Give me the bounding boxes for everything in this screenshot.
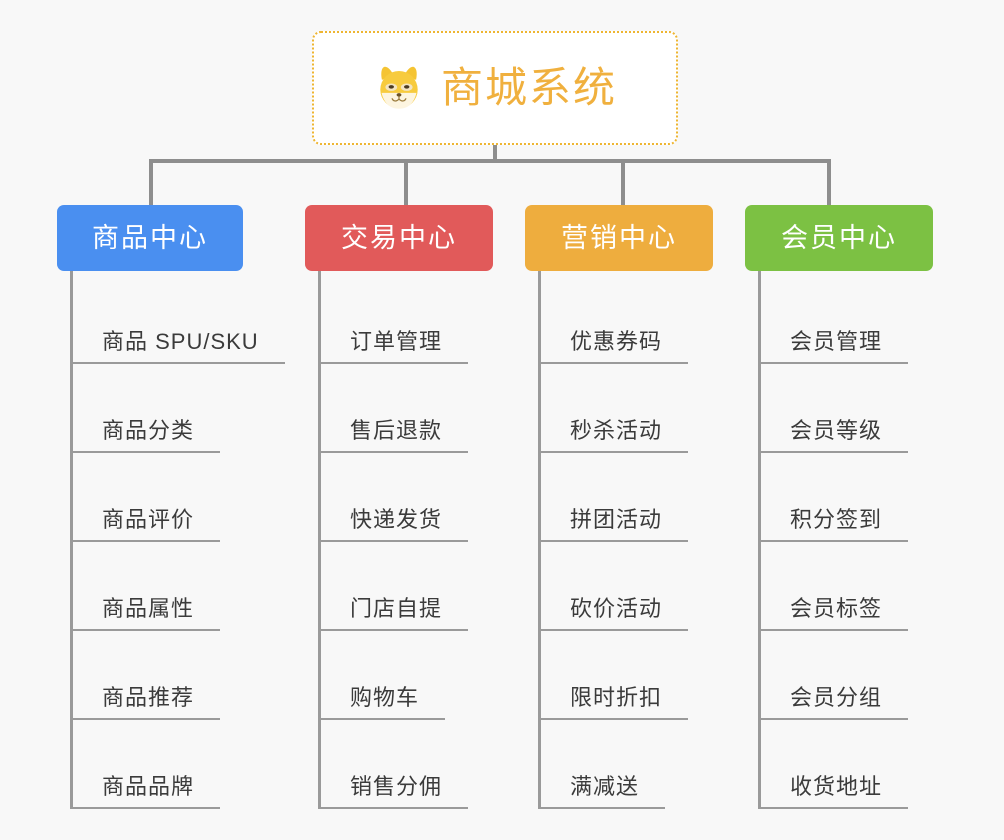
leaf-label: 商品分类 xyxy=(73,420,221,453)
leaf-item[interactable]: 销售分佣 xyxy=(321,720,493,809)
leaf-item[interactable]: 售后退款 xyxy=(321,364,493,453)
leaf-trunk-4: 会员管理 会员等级 积分签到 会员标签 会员分组 收货地址 xyxy=(758,271,933,809)
category-box-4[interactable]: 会员中心 xyxy=(745,205,933,271)
leaf-label: 会员管理 xyxy=(761,331,909,364)
leaf-item[interactable]: 积分签到 xyxy=(761,453,933,542)
leaf-item[interactable]: 订单管理 xyxy=(321,275,493,364)
leaf-item[interactable]: 优惠券码 xyxy=(541,275,713,364)
connector-drop-1 xyxy=(149,159,153,207)
leaf-item[interactable]: 限时折扣 xyxy=(541,631,713,720)
leaf-item[interactable]: 砍价活动 xyxy=(541,542,713,631)
leaf-trunk-1: 商品 SPU/SKU 商品分类 商品评价 商品属性 商品推荐 商品品牌 xyxy=(70,271,285,809)
connector-drop-3 xyxy=(621,159,625,207)
leaf-item[interactable]: 商品品牌 xyxy=(73,720,243,809)
leaf-label: 商品评价 xyxy=(73,509,221,542)
leaf-label: 快递发货 xyxy=(321,509,469,542)
leaf-label: 商品品牌 xyxy=(73,776,221,809)
category-label-3: 营销中心 xyxy=(561,222,677,253)
leaf-item[interactable]: 秒杀活动 xyxy=(541,364,713,453)
leaf-label: 会员等级 xyxy=(761,420,909,453)
leaf-item[interactable]: 收货地址 xyxy=(761,720,933,809)
connector-drop-2 xyxy=(404,159,408,207)
leaf-label: 订单管理 xyxy=(321,331,469,364)
connector-horizontal-bus xyxy=(151,159,829,163)
leaf-item[interactable]: 快递发货 xyxy=(321,453,493,542)
leaf-item[interactable]: 商品评价 xyxy=(73,453,243,542)
column-交易中心: 交易中心 订单管理 售后退款 快递发货 门店自提 购物车 销售分佣 xyxy=(305,205,493,809)
leaf-label: 售后退款 xyxy=(321,420,469,453)
category-box-2[interactable]: 交易中心 xyxy=(305,205,493,271)
root-node[interactable]: 商城系统 xyxy=(312,31,678,145)
leaf-label: 会员分组 xyxy=(761,687,909,720)
category-label-1: 商品中心 xyxy=(92,222,208,253)
leaf-item[interactable]: 会员标签 xyxy=(761,542,933,631)
leaf-label: 销售分佣 xyxy=(321,776,469,809)
leaf-item[interactable]: 会员管理 xyxy=(761,275,933,364)
leaf-item[interactable]: 会员等级 xyxy=(761,364,933,453)
leaf-label: 商品属性 xyxy=(73,598,221,631)
leaf-item[interactable]: 商品属性 xyxy=(73,542,243,631)
connector-root-stem xyxy=(493,145,497,162)
column-会员中心: 会员中心 会员管理 会员等级 积分签到 会员标签 会员分组 收货地址 xyxy=(745,205,933,809)
leaf-label: 满减送 xyxy=(541,776,666,809)
column-商品中心: 商品中心 商品 SPU/SKU 商品分类 商品评价 商品属性 商品推荐 商品品牌 xyxy=(57,205,285,809)
leaf-item[interactable]: 拼团活动 xyxy=(541,453,713,542)
column-营销中心: 营销中心 优惠券码 秒杀活动 拼团活动 砍价活动 限时折扣 满减送 xyxy=(525,205,713,809)
shiba-dog-face-icon xyxy=(380,66,418,109)
leaf-label: 限时折扣 xyxy=(541,687,689,720)
leaf-label: 收货地址 xyxy=(761,776,909,809)
leaf-item[interactable]: 商品推荐 xyxy=(73,631,243,720)
category-label-2: 交易中心 xyxy=(341,222,457,253)
root-title: 商城系统 xyxy=(440,64,617,111)
leaf-label: 秒杀活动 xyxy=(541,420,689,453)
leaf-label: 商品 SPU/SKU xyxy=(73,331,285,364)
leaf-label: 优惠券码 xyxy=(541,331,689,364)
leaf-item[interactable]: 满减送 xyxy=(541,720,713,809)
leaf-label: 会员标签 xyxy=(761,598,909,631)
category-box-1[interactable]: 商品中心 xyxy=(57,205,243,271)
category-label-4: 会员中心 xyxy=(781,222,897,253)
leaf-item[interactable]: 购物车 xyxy=(321,631,493,720)
leaf-label: 门店自提 xyxy=(321,598,469,631)
leaf-item[interactable]: 商品 SPU/SKU xyxy=(73,275,285,364)
leaf-label: 购物车 xyxy=(321,687,446,720)
leaf-item[interactable]: 商品分类 xyxy=(73,364,243,453)
leaf-trunk-2: 订单管理 售后退款 快递发货 门店自提 购物车 销售分佣 xyxy=(318,271,493,809)
leaf-label: 积分签到 xyxy=(761,509,909,542)
category-box-3[interactable]: 营销中心 xyxy=(525,205,713,271)
leaf-label: 商品推荐 xyxy=(73,687,221,720)
leaf-label: 拼团活动 xyxy=(541,509,689,542)
leaf-label: 砍价活动 xyxy=(541,598,689,631)
leaf-item[interactable]: 会员分组 xyxy=(761,631,933,720)
leaf-item[interactable]: 门店自提 xyxy=(321,542,493,631)
connector-drop-4 xyxy=(827,159,831,207)
leaf-trunk-3: 优惠券码 秒杀活动 拼团活动 砍价活动 限时折扣 满减送 xyxy=(538,271,713,809)
